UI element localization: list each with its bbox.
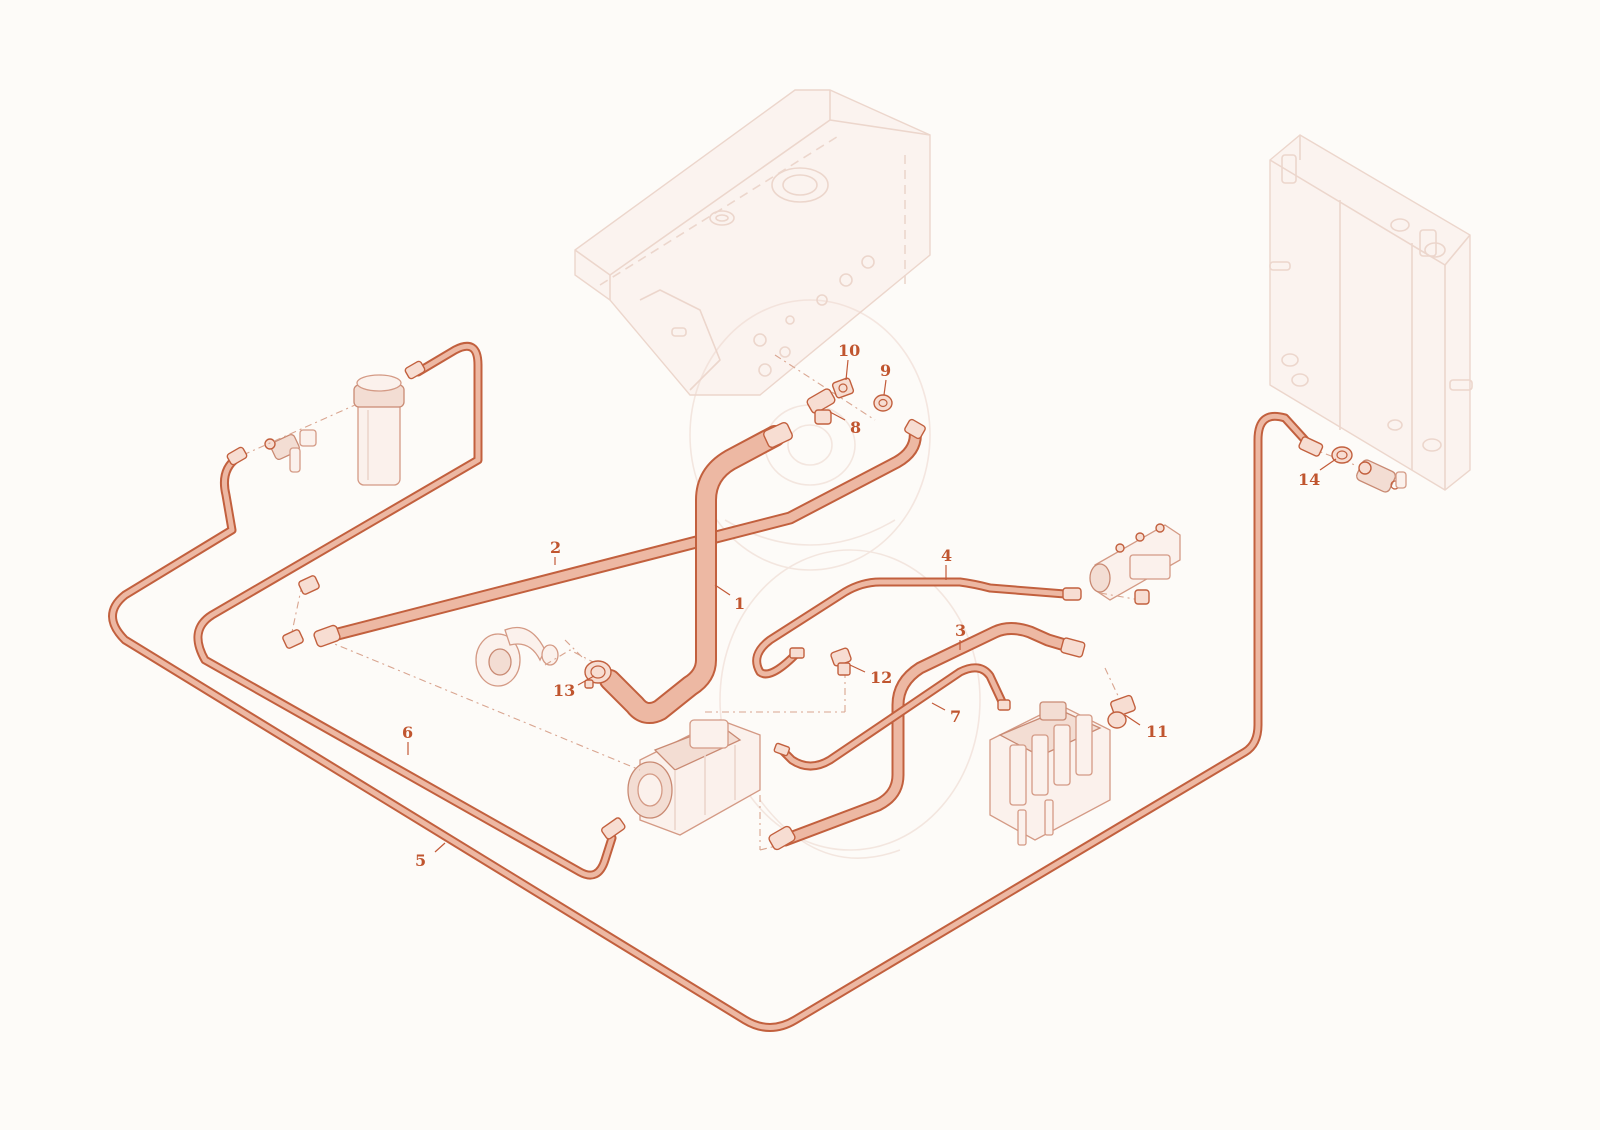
fitting-part-9: [873, 394, 893, 412]
leader-10: [845, 359, 849, 381]
callout-1: 1: [734, 594, 745, 613]
leader-14: [1319, 458, 1337, 471]
leader-13: [577, 675, 595, 686]
suction-flange: [475, 626, 559, 687]
cooler-ghost: [1269, 134, 1473, 491]
callout-13: 13: [553, 681, 575, 700]
fitting-part-10: [831, 377, 855, 399]
callout-4: 4: [941, 546, 952, 565]
leader-12: [849, 664, 866, 673]
fitting-part-14: [1331, 446, 1353, 464]
fitting-hose-7-right: [997, 699, 1011, 711]
fitting-hose-2-right: [904, 418, 926, 440]
leader-11: [1124, 714, 1141, 726]
callout-labels: 1 2 3 4 5 6 7 8 9 10 11 12 13 14: [402, 341, 1320, 870]
fitting-hose-6-top: [404, 360, 426, 380]
control-valve: [989, 701, 1111, 846]
manifold: [1089, 523, 1181, 601]
leader-5: [434, 842, 446, 853]
hose-7: [779, 665, 1007, 769]
fitting-hose-4-right: [1062, 587, 1082, 601]
tank-ghost: [574, 89, 931, 396]
callout-6: 6: [402, 723, 413, 742]
leader-7: [931, 702, 946, 711]
callout-10: 10: [838, 341, 860, 360]
callout-9: 9: [880, 361, 891, 380]
hose-4: [754, 579, 1068, 677]
fitting-hose-2-left: [313, 624, 341, 648]
hose-1: [601, 427, 784, 723]
hose-3: [780, 624, 1080, 845]
fitting-left-elbow-upper: [298, 575, 320, 595]
hose-1-outline: [599, 425, 786, 724]
callout-2: 2: [550, 538, 561, 557]
callout-3: 3: [955, 621, 966, 640]
fitting-hose-5-filter: [226, 446, 248, 466]
callout-14: 14: [1298, 470, 1320, 489]
fitting-part-8: [806, 388, 836, 425]
leader-1: [714, 584, 731, 596]
leader-9: [883, 379, 887, 396]
fitting-left-elbow-lower: [282, 629, 304, 649]
filter-adapter: [264, 429, 317, 473]
hose-6: [195, 343, 615, 878]
fitting-hose-6-pump: [601, 817, 626, 840]
callout-7: 7: [950, 707, 961, 726]
leader-8: [829, 411, 846, 421]
fitting-manifold-elbow: [1134, 589, 1150, 605]
cooler-inlet-fitting: [1356, 459, 1407, 493]
fitting-part-12: [830, 647, 852, 676]
fitting-hose-7-left: [773, 742, 791, 757]
callout-11: 11: [1146, 722, 1168, 741]
fitting-hose-4-left: [789, 647, 805, 659]
hose-5: [110, 413, 1308, 1030]
callout-8: 8: [850, 418, 861, 437]
fitting-part-11: [1107, 694, 1136, 729]
hydraulic-pump: [627, 719, 761, 836]
leader-lines: [407, 359, 1337, 853]
fitting-hose-5-cooler: [1298, 436, 1324, 457]
fitting-hose-1-top: [763, 421, 793, 449]
callout-12: 12: [870, 668, 892, 687]
fitting-hose-3-left: [768, 825, 796, 851]
return-filter: [353, 374, 405, 486]
callout-5: 5: [415, 851, 426, 870]
fitting-hose-3-right: [1060, 637, 1086, 658]
fittings: [226, 360, 1353, 851]
